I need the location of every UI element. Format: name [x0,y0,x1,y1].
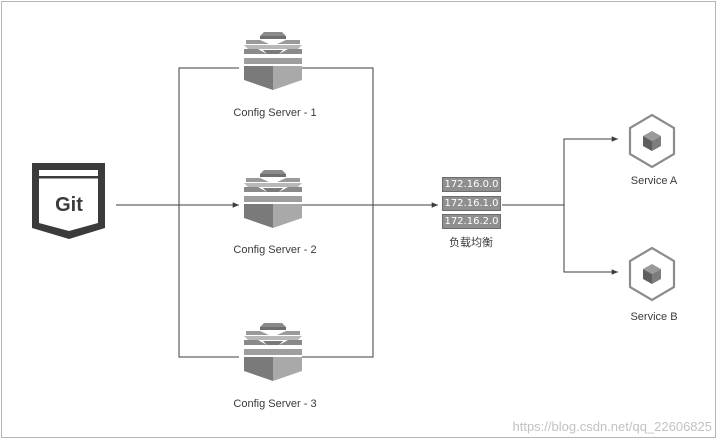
config-server-3-label: Config Server - 3 [233,398,317,410]
lb-address-3: 172.16.2.0 [442,214,501,229]
lb-address-2: 172.16.1.0 [442,196,501,211]
merge-line-right [302,67,374,358]
service-b-icon [628,246,676,302]
git-icon [32,163,105,239]
service-a-icon [628,113,676,169]
to-service-a-line [563,136,618,205]
config-server-2-icon [244,170,302,228]
lb-address-1: 172.16.0.0 [442,177,501,192]
to-service-b-line [563,205,618,275]
config-server-1-label: Config Server - 1 [233,107,317,119]
service-b-label: Service B [630,311,678,323]
watermark: https://blog.csdn.net/qq_22606825 [512,419,713,434]
branch-line-left [178,67,239,358]
config-server-2-label: Config Server - 2 [233,244,317,256]
config-server-1-icon [244,32,302,90]
config-server-3-icon [244,323,302,381]
load-balancer-label: 负载均衡 [449,236,493,249]
git-label: Git [55,194,83,216]
connector-lines [116,67,618,358]
service-a-label: Service A [630,175,678,187]
